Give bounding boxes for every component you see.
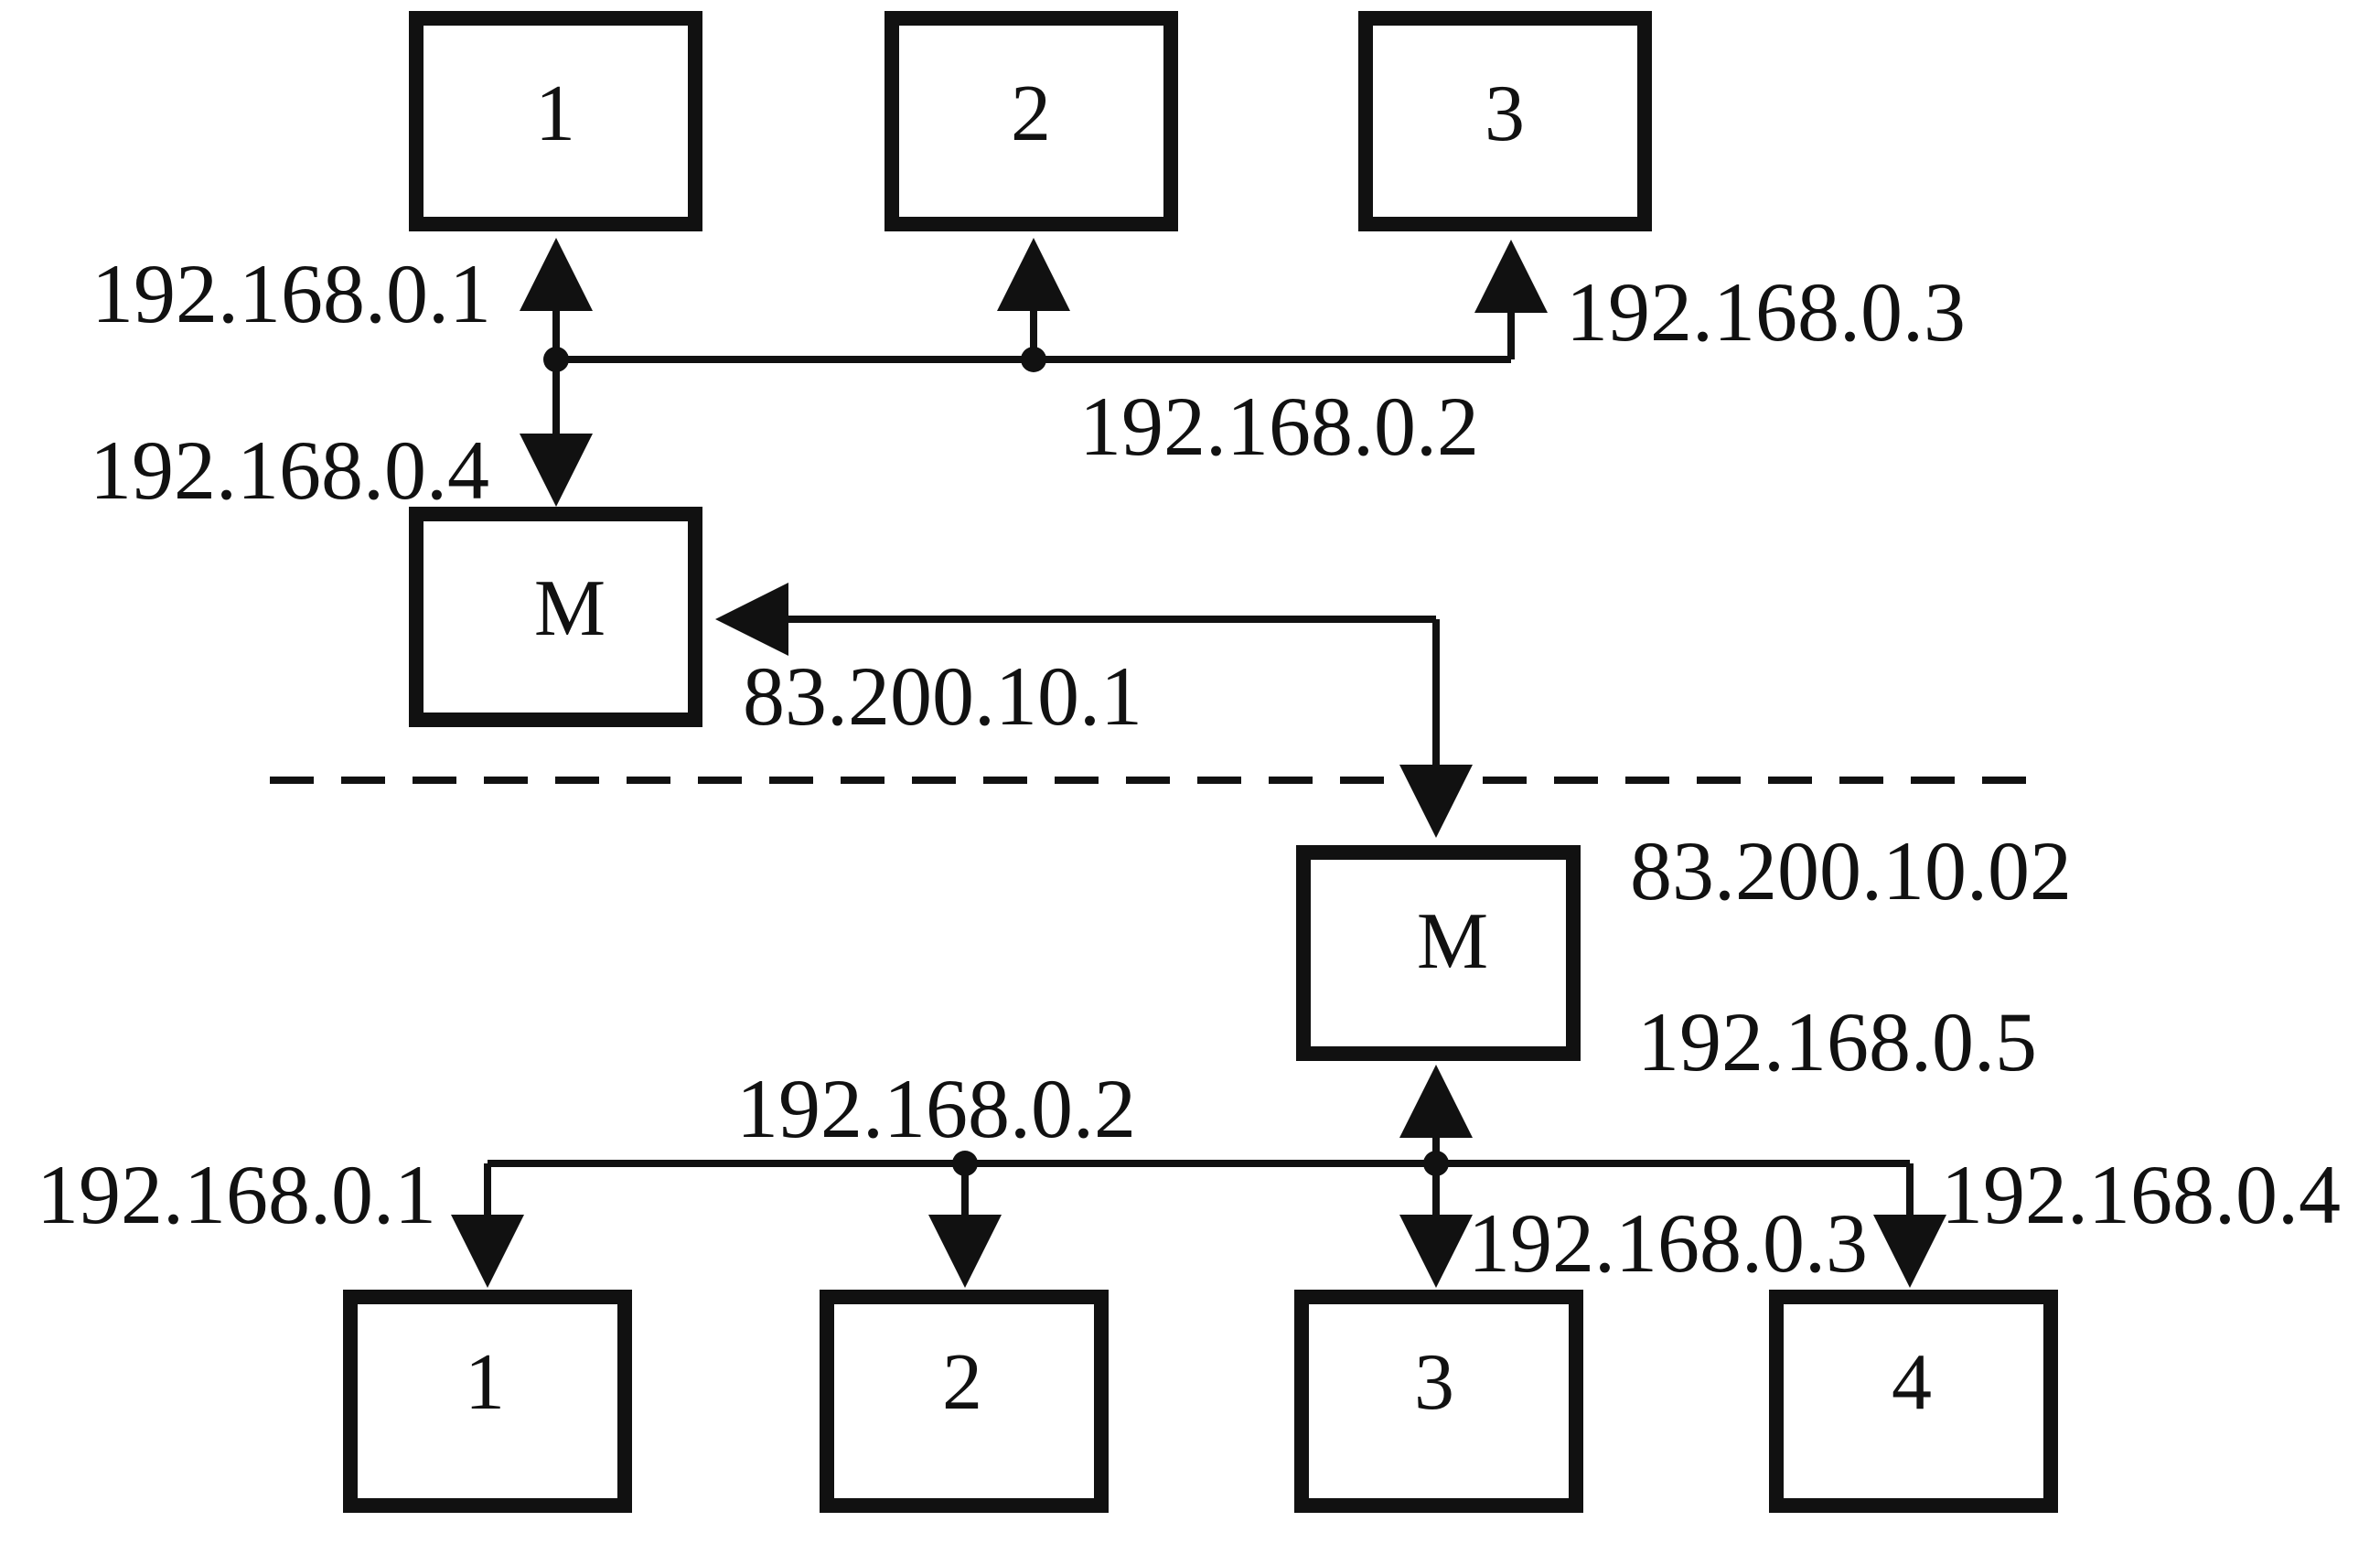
bottom-host-1-box xyxy=(343,1290,632,1513)
top-host-1-box xyxy=(409,11,702,231)
bottom-host-4-label: 4 xyxy=(1892,1338,1932,1427)
top-host-1-label: 1 xyxy=(535,70,575,158)
top-host-3-box xyxy=(1358,11,1652,231)
bottom-host-2-label: 2 xyxy=(942,1338,982,1427)
top-gateway-internal-ip: 192.168.0.4 xyxy=(90,423,489,517)
top-host-1-ip: 192.168.0.1 xyxy=(91,247,491,340)
bottom-gateway-external-ip: 83.200.10.02 xyxy=(1630,824,2072,917)
top-host-3-label: 3 xyxy=(1485,70,1525,158)
top-host-3-ip: 192.168.0.3 xyxy=(1566,265,1966,359)
top-host-2-ip: 192.168.0.2 xyxy=(1079,380,1479,473)
top-gateway-label: M xyxy=(534,564,606,653)
bottom-gateway-label: M xyxy=(1417,897,1488,986)
bottom-junction-gateway xyxy=(1423,1151,1449,1176)
bottom-host-3-label: 3 xyxy=(1414,1338,1454,1427)
top-network: 1 2 3 M 192.168.0.1 192.168.0.2 192.168.… xyxy=(90,11,1966,743)
top-host-2-label: 2 xyxy=(1011,70,1051,158)
bottom-gateway-internal-ip: 192.168.0.5 xyxy=(1637,995,2037,1088)
bottom-junction-2 xyxy=(952,1151,978,1176)
top-gateway-box xyxy=(409,507,702,727)
bottom-network: M 1 2 3 4 83.200.10.02 192.168.0.5 192.1… xyxy=(37,824,2341,1513)
top-host-2-box xyxy=(884,11,1178,231)
bottom-host-1-ip: 192.168.0.1 xyxy=(37,1148,436,1241)
top-gateway-external-ip: 83.200.10.1 xyxy=(743,649,1142,743)
bottom-host-4-ip: 192.168.0.4 xyxy=(1941,1148,2341,1241)
bottom-host-3-ip: 192.168.0.3 xyxy=(1468,1196,1868,1290)
bottom-gateway-box xyxy=(1296,845,1581,1061)
bottom-host-1-label: 1 xyxy=(465,1338,505,1427)
bottom-host-2-box xyxy=(820,1290,1109,1513)
top-junction-1 xyxy=(543,347,569,372)
bottom-host-3-box xyxy=(1294,1290,1583,1513)
bottom-host-2-ip: 192.168.0.2 xyxy=(736,1062,1136,1155)
bottom-host-4-box xyxy=(1769,1290,2058,1513)
top-junction-2 xyxy=(1021,347,1046,372)
